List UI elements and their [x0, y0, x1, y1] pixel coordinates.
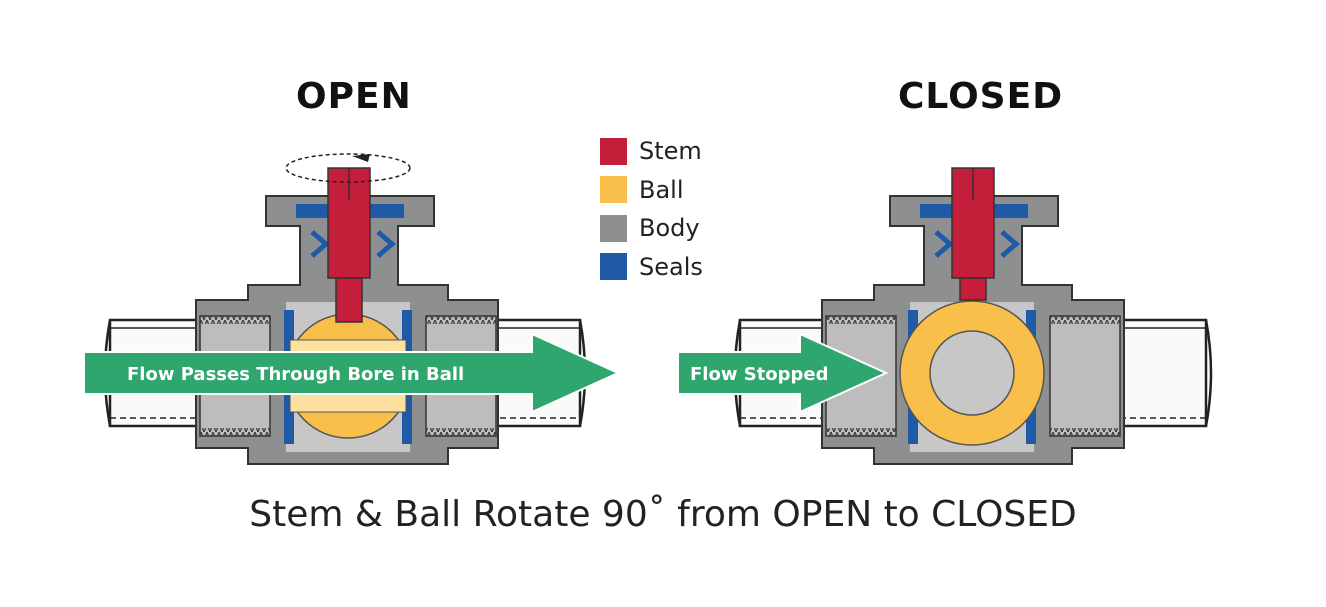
open-flow-arrow: Flow Passes Through Bore in Ball — [83, 332, 621, 414]
closed-title: CLOSED — [898, 76, 1064, 117]
legend-label-ball: Ball — [639, 175, 684, 204]
open-flow-label: Flow Passes Through Bore in Ball — [127, 364, 464, 385]
open-valve: Flow Passes Through Bore in Ball — [83, 153, 621, 465]
legend-swatch-ball — [600, 176, 627, 204]
legend-label-seals: Seals — [639, 252, 703, 281]
rotation-arrow-icon — [285, 153, 411, 183]
legend-swatch-stem — [600, 137, 627, 165]
closed-stem — [951, 167, 995, 301]
caption: Stem & Ball Rotate 90˚ from OPEN to CLOS… — [249, 494, 1077, 535]
closed-flow-label: Flow Stopped — [690, 364, 829, 385]
legend-item-seals: Seals — [600, 248, 703, 287]
legend-swatch-body — [600, 214, 627, 242]
legend: Stem Ball Body Seals — [600, 132, 703, 286]
legend-item-ball: Ball — [600, 171, 703, 210]
closed-ball — [899, 300, 1045, 446]
closed-valve: Flow Stopped — [677, 167, 1213, 465]
legend-item-body: Body — [600, 209, 703, 248]
legend-label-stem: Stem — [639, 137, 702, 166]
closed-flow-arrow: Flow Stopped — [677, 332, 889, 414]
open-stem — [327, 167, 371, 323]
legend-item-stem: Stem — [600, 132, 703, 171]
legend-label-body: Body — [639, 214, 700, 243]
open-title: OPEN — [296, 76, 412, 117]
legend-swatch-seals — [600, 253, 627, 281]
